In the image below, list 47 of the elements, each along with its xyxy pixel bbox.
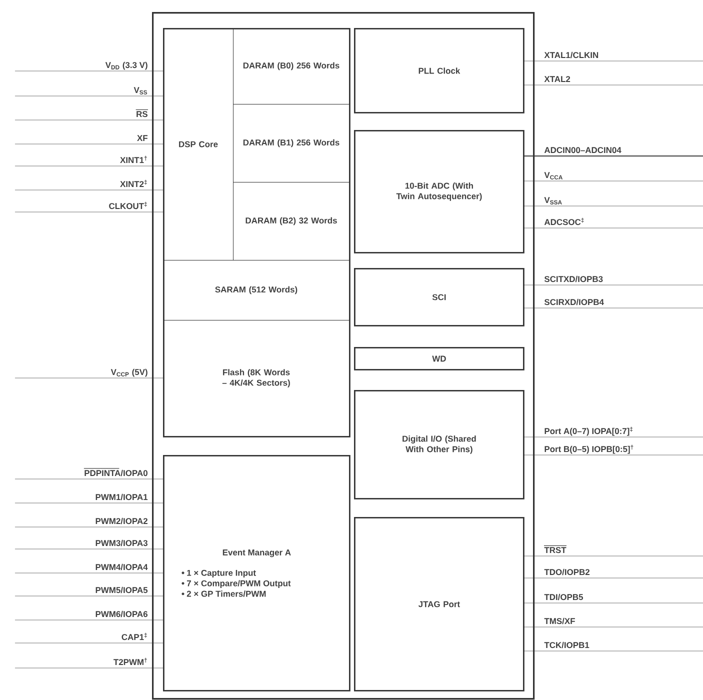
- pin-label: PWM3/IOPA3: [96, 540, 148, 546]
- pin-label: TMS/XF: [544, 618, 575, 624]
- pin-label: XF: [137, 135, 148, 141]
- module-box: Digital I/O (Shared With Other Pins): [354, 390, 524, 500]
- pin-label: XINT2$^{‡}$: [120, 180, 147, 187]
- pin-label: RS: [136, 111, 148, 118]
- pin-label: PWM2/IOPA2: [96, 518, 148, 524]
- pin-label: TDI/OPB5: [544, 594, 584, 600]
- pin-label: T2PWM$^{†}$: [114, 658, 147, 665]
- pin-label: TDO/IOPB2: [544, 568, 590, 576]
- pin-label: Port B(0–5) IOPB[0:5]$^{†}$: [544, 444, 634, 454]
- memory-cell: Flash (8K Words – 4K/4K Sectors): [163, 320, 350, 436]
- pin-label: PDPINTA/IOPA0: [84, 470, 148, 476]
- pin-label: XINT1$^{†}$: [120, 156, 147, 163]
- module-box: PLL Clock: [354, 28, 524, 114]
- pin-label: PWM6/IOPA6: [96, 610, 148, 618]
- pin-label: XTAL2: [544, 76, 570, 82]
- pin-label: PWM4/IOPA4: [96, 564, 148, 570]
- pin-label: CAP1$^{‡}$: [122, 632, 147, 640]
- pin-label: V$_{CCA}$: [544, 172, 563, 180]
- pin-label: V$_{SS}$: [134, 87, 148, 94]
- memory-cell: DARAM (B1) 256 Words: [233, 104, 350, 182]
- module-box: JTAG Port: [354, 517, 524, 692]
- pin-label: ADCIN00–ADCIN04: [544, 147, 622, 154]
- module-box: SCI: [354, 268, 524, 326]
- pin-label: V$_{DD}$ (3.3 V): [105, 62, 148, 70]
- pin-label: SCIRXD/IOPB4: [544, 298, 604, 306]
- pin-label: TRST: [544, 547, 566, 554]
- memory-core-box: [163, 28, 350, 438]
- pin-label: V$_{CCP}$ (5V): [110, 368, 148, 377]
- memory-cell: SARAM (512 Words): [163, 260, 350, 320]
- pin-label: ADCSOC$^{‡}$: [544, 218, 584, 226]
- pin-label: PWM1/IOPA1: [96, 494, 148, 500]
- chip-outline: [152, 12, 535, 700]
- pin-label: XTAL1/CLKIN: [544, 52, 598, 58]
- pin-label: Port A(0–7) IOPA[0:7]$^{‡}$: [544, 426, 633, 436]
- module-box: Event Manager A 1 × Capture Input 7 × Compare/PWM Output 2 × GP Timers/PWM: [163, 455, 350, 692]
- pin-label: CLKOUT$^{‡}$: [109, 202, 147, 210]
- pin-label: PWM5/IOPA5: [96, 586, 148, 594]
- module-box: WD: [354, 347, 524, 370]
- module-box: 10-Bit ADC (With Twin Autosequencer): [354, 130, 524, 254]
- pin-label: SCITXD/IOPB3: [544, 276, 603, 282]
- memory-cell: DARAM (B2) 32 Words: [233, 182, 350, 260]
- pin-label: TCK/IOPB1: [544, 642, 590, 648]
- memory-cell: DARAM (B0) 256 Words: [233, 28, 350, 104]
- memory-cell: DSP Core: [163, 28, 234, 260]
- pin-label: V$_{SSA}$: [544, 197, 562, 204]
